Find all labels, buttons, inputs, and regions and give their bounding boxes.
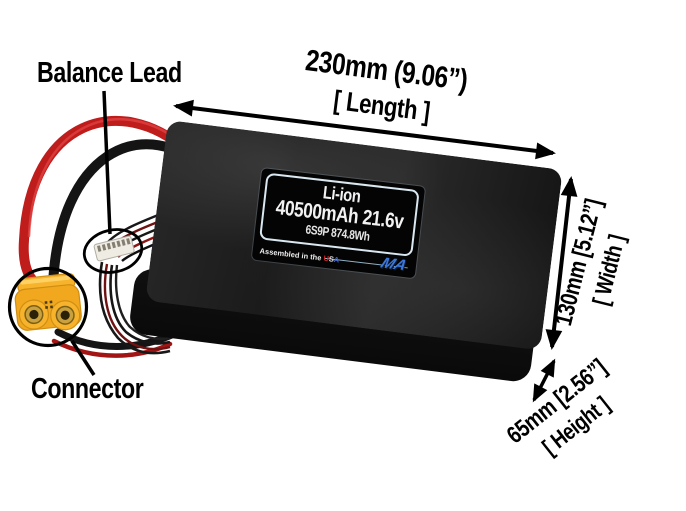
connector-cap-highlight (20, 275, 71, 285)
balance-connector (93, 235, 135, 262)
connector-callout-circle (7, 266, 89, 348)
connector-label: Connector (31, 373, 172, 405)
balance-lead-label: Balance Lead (37, 57, 218, 89)
height-arrow (532, 358, 556, 403)
balance-lead-pointer-line (102, 90, 112, 235)
connector-text: Connector (31, 373, 144, 405)
width-arrow (545, 176, 578, 350)
xt-connector (14, 273, 82, 331)
connector-pointer-line (70, 340, 96, 376)
power-wire-red (18, 115, 191, 292)
balance-lead-text: Balance Lead (37, 57, 182, 89)
power-wire-red-highlight (27, 117, 186, 238)
length-arrow (173, 99, 556, 160)
